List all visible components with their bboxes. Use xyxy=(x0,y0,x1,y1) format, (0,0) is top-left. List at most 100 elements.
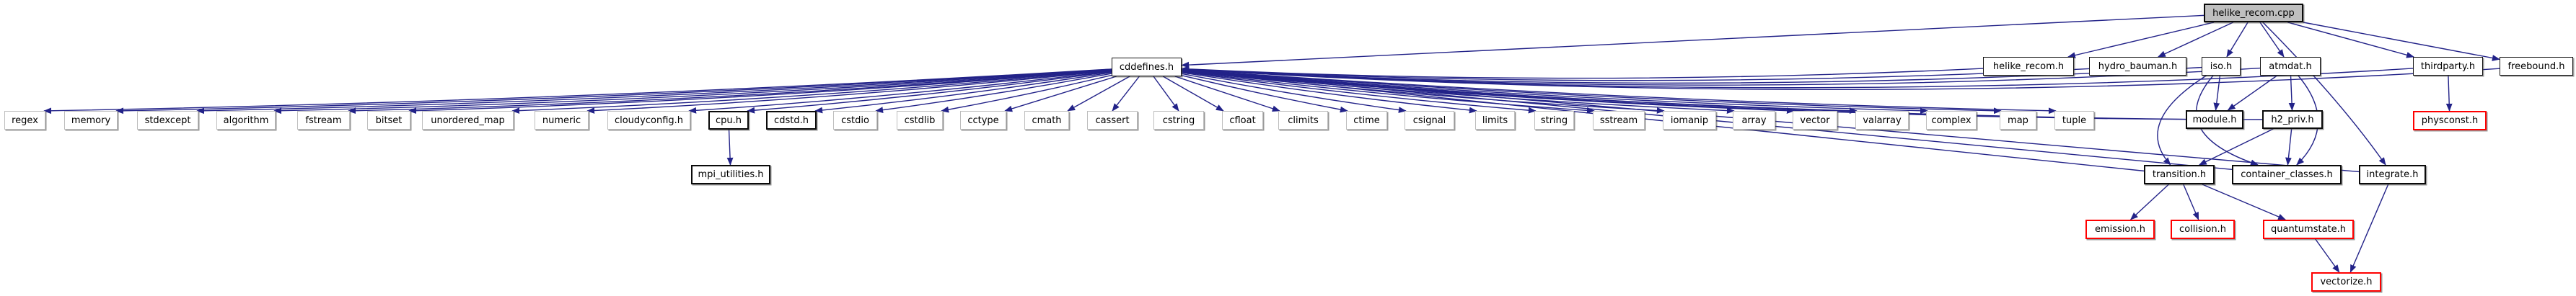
node-quantumstate_h[interactable]: quantumstate.h xyxy=(2263,220,2354,239)
node-helike_recom_h[interactable]: helike_recom.h xyxy=(1983,57,2074,76)
edge-transition_h-quantumstate_h xyxy=(2202,184,2287,220)
node-iso_h[interactable]: iso.h xyxy=(2202,57,2241,76)
node-collision_h[interactable]: collision.h xyxy=(2171,220,2235,239)
edge-cddefines_h-map xyxy=(1181,69,2002,115)
node-cctype: cctype xyxy=(960,111,1006,130)
node-cdstd_h[interactable]: cdstd.h xyxy=(766,111,817,130)
edge-cddefines_h-sstream xyxy=(1181,71,1595,114)
edge-cddefines_h-numeric xyxy=(586,70,1112,114)
edge-cddefines_h-cdstd_h xyxy=(814,71,1112,114)
node-fstream: fstream xyxy=(297,111,350,130)
node-vectorize_h[interactable]: vectorize.h xyxy=(2311,272,2381,292)
edge-integrate_h-vectorize_h xyxy=(2349,184,2389,273)
edge-cddefines_h-cmath xyxy=(1067,76,1130,112)
node-freebound_h[interactable]: freebound.h xyxy=(2500,57,2573,76)
node-algorithm: algorithm xyxy=(216,111,276,130)
node-cddefines_h[interactable]: cddefines.h xyxy=(1112,58,1182,76)
edge-cddefines_h-cstdio xyxy=(875,73,1112,114)
node-vector: vector xyxy=(1793,111,1837,130)
edge-transition_h-emission_h xyxy=(2129,184,2169,220)
edge-cddefines_h-cloudyconfig_h xyxy=(688,71,1112,114)
edge-cddefines_h-unordered_map xyxy=(511,69,1112,114)
node-memory: memory xyxy=(64,111,118,130)
edge-cddefines_h-string xyxy=(1181,71,1537,114)
node-hydro_bauman_h[interactable]: hydro_bauman.h xyxy=(2089,57,2186,76)
edge-cpu_h-mpi_utilities_h xyxy=(726,129,734,166)
edge-helike_recom_cpp-integrate_h xyxy=(2262,22,2386,166)
node-cloudyconfig_h: cloudyconfig.h xyxy=(607,111,690,130)
node-atmdat_h[interactable]: atmdat.h xyxy=(2260,57,2321,76)
edge-cddefines_h-cctype xyxy=(1004,76,1117,112)
node-cstdlib: cstdlib xyxy=(897,111,943,130)
edge-cddefines_h-tuple xyxy=(1181,68,2057,115)
node-transition_h[interactable]: transition.h xyxy=(2144,165,2215,184)
edge-cddefines_h-ctime xyxy=(1181,74,1348,113)
node-csignal: csignal xyxy=(1405,111,1454,130)
edge-thirdparty_h-physconst_h xyxy=(2445,75,2453,112)
node-cstring: cstring xyxy=(1153,111,1204,130)
node-cpu_h[interactable]: cpu.h xyxy=(708,111,749,130)
node-thirdparty_h[interactable]: thirdparty.h xyxy=(2413,57,2483,76)
edge-cddefines_h-fstream xyxy=(348,69,1112,115)
node-cfloat: cfloat xyxy=(1222,111,1263,130)
node-sstream: sstream xyxy=(1593,111,1645,130)
node-climits: climits xyxy=(1278,111,1328,130)
node-bitset: bitset xyxy=(367,111,410,130)
edge-helike_recom_cpp-freebound_h xyxy=(2303,22,2500,61)
node-module_h[interactable]: module.h xyxy=(2186,110,2243,129)
edge-helike_recom_cpp-cddefines_h xyxy=(1181,14,2204,68)
edge-transition_h-collision_h xyxy=(2183,184,2199,220)
node-map: map xyxy=(2000,111,2036,130)
node-emission_h[interactable]: emission.h xyxy=(2085,220,2155,239)
edge-cddefines_h-limits xyxy=(1181,71,1477,114)
edge-iso_h-transition_h xyxy=(2157,75,2207,166)
node-h2_priv_h[interactable]: h2_priv.h xyxy=(2262,110,2323,129)
edge-quantumstate_h-vectorize_h xyxy=(2315,238,2340,273)
node-cassert: cassert xyxy=(1087,111,1138,130)
edge-cddefines_h-cstdlib xyxy=(941,74,1112,113)
edge-cddefines_h-cassert xyxy=(1112,76,1140,112)
node-mpi_utilities_h[interactable]: mpi_utilities.h xyxy=(691,165,770,184)
node-physconst_h[interactable]: physconst.h xyxy=(2413,111,2487,130)
node-array: array xyxy=(1733,111,1775,130)
edge-cddefines_h-csignal xyxy=(1181,73,1407,113)
node-limits: limits xyxy=(1475,111,1515,130)
node-numeric: numeric xyxy=(535,111,589,130)
node-string: string xyxy=(1534,111,1574,130)
edge-cddefines_h-bitset xyxy=(408,69,1112,115)
edge-iso_h-module_h xyxy=(2213,75,2221,111)
node-valarray: valarray xyxy=(1855,111,1909,130)
edge-cddefines_h-memory xyxy=(115,68,1112,115)
edge-helike_recom_cpp-iso_h xyxy=(2226,22,2248,58)
edge-helike_recom_cpp-atmdat_h xyxy=(2259,22,2285,58)
node-container_classes_h[interactable]: container_classes.h xyxy=(2232,165,2342,184)
edge-atmdat_h-module_h xyxy=(2227,75,2277,111)
node-iomanip: iomanip xyxy=(1663,111,1716,130)
node-helike_recom_cpp: helike_recom.cpp xyxy=(2204,4,2303,22)
edge-cddefines_h-stdexcept xyxy=(196,68,1112,115)
edge-helike_recom_h-cddefines_h xyxy=(1181,66,1984,79)
node-integrate_h[interactable]: integrate.h xyxy=(2359,165,2426,184)
edge-cddefines_h-cfloat xyxy=(1162,76,1224,112)
edge-helike_recom_cpp-helike_recom_h xyxy=(2067,22,2215,58)
edge-cddefines_h-climits xyxy=(1174,76,1280,112)
node-unordered_map: unordered_map xyxy=(422,111,514,130)
edge-helike_recom_cpp-thirdparty_h xyxy=(2287,22,2415,58)
node-ctime: ctime xyxy=(1346,111,1387,130)
edge-helike_recom_cpp-hydro_bauman_h xyxy=(2157,22,2234,58)
edge-cddefines_h-complex xyxy=(1181,69,1928,115)
edge-hydro_bauman_h-cddefines_h xyxy=(1181,66,2090,81)
edge-cddefines_h-regex xyxy=(43,68,1112,115)
node-tuple: tuple xyxy=(2054,111,2094,130)
edge-cddefines_h-algorithm xyxy=(273,68,1112,115)
edge-cddefines_h-cstring xyxy=(1153,76,1179,112)
node-stdexcept: stdexcept xyxy=(137,111,198,130)
edge-atmdat_h-h2_priv_h xyxy=(2288,75,2295,111)
edge-cddefines_h-cpu_h xyxy=(747,71,1112,114)
edge-h2_priv_h-transition_h xyxy=(2198,128,2274,166)
edge-freebound_h-cddefines_h xyxy=(1181,66,2500,91)
node-regex: regex xyxy=(4,111,45,130)
node-cstdio: cstdio xyxy=(833,111,877,130)
